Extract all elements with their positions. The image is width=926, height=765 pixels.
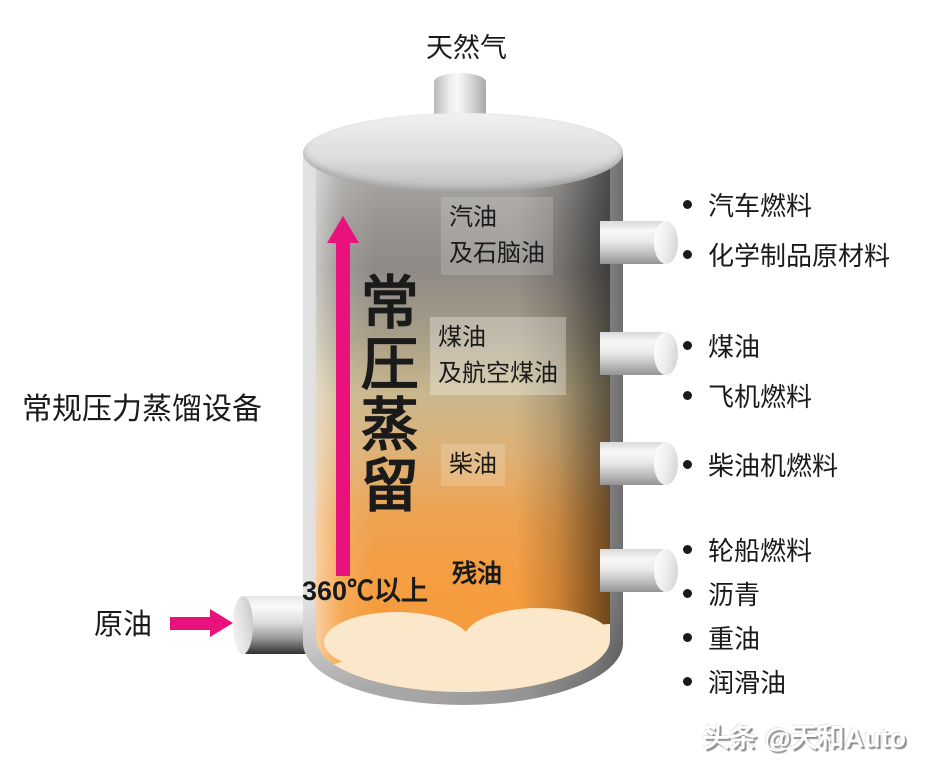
list-item: 飞机燃料 [683,377,812,414]
pipe-end-cap [654,549,678,592]
list-item: 润滑油 [683,663,812,700]
product-label: 柴油机燃料 [708,451,839,481]
fraction-label-residue: 残油 [444,553,510,595]
up-arrow-icon [327,216,359,243]
list-item: 重油 [683,619,812,656]
bullet-icon [683,341,692,350]
outlet-pipe-diesel [600,442,678,485]
list-item: 煤油 [683,327,812,364]
watermark: 头条 @天和Auto [702,723,906,753]
bullet-icon [683,250,692,259]
fraction-line: 柴油 [449,451,497,478]
list-item: 汽车燃料 [683,186,890,223]
fraction-line: 煤油 [438,324,486,351]
list-item: 化学制品原材料 [683,236,890,273]
fraction-line: 汽油 [449,204,497,231]
column-vertical-title: 常圧蒸留 [351,272,417,516]
pipe-end-cap [654,442,678,485]
list-item: 轮船燃料 [683,531,812,568]
residue-pool [316,650,610,692]
outlet-pipe-residue [600,549,678,592]
up-arrow-shaft [336,240,350,576]
product-list-gasoline: 汽车燃料 化学制品原材料 [683,186,890,286]
fraction-line: 及石脑油 [449,240,545,267]
product-label: 轮船燃料 [708,536,813,566]
product-label: 化学制品原材料 [708,241,891,271]
fraction-label-kerosene: 煤油 及航空煤油 [430,317,566,395]
tower-lid [303,113,623,193]
fraction-label-diesel: 柴油 [441,444,505,486]
product-label: 沥青 [708,580,761,610]
pipe-end-cap [654,332,678,375]
bullet-icon [683,460,692,469]
list-item: 柴油机燃料 [683,446,838,483]
fraction-label-gasoline: 汽油 及石脑油 [441,197,553,275]
list-item: 沥青 [683,575,812,612]
temperature-note: 360℃以上 [302,576,429,606]
right-arrow-icon [210,609,233,637]
product-list-diesel: 柴油机燃料 [683,446,838,496]
bullet-icon [683,589,692,598]
product-label: 润滑油 [708,668,787,698]
natural-gas-label: 天然气 [426,33,507,63]
outlet-pipe-kerosene [600,332,678,375]
pipe-end-cap [233,596,253,654]
product-label: 煤油 [708,332,761,362]
product-label: 重油 [708,624,761,654]
fraction-line: 及航空煤油 [438,360,558,387]
product-label: 飞机燃料 [708,382,813,412]
right-arrow-shaft [170,617,212,630]
pipe-end-cap [654,221,678,264]
fraction-line: 残油 [452,560,503,588]
tower-interior [316,150,610,692]
bullet-icon [683,391,692,400]
product-list-kerosene: 煤油 飞机燃料 [683,327,812,427]
crude-oil-inlet-pipe [233,596,310,654]
equipment-title: 常规压力蒸馏设备 [22,393,262,426]
bullet-icon [683,545,692,554]
bullet-icon [683,633,692,642]
bullet-icon [683,200,692,209]
outlet-pipe-gasoline [600,221,678,264]
product-list-residue: 轮船燃料 沥青 重油 润滑油 [683,531,812,707]
crude-oil-label: 原油 [94,609,153,641]
product-label: 汽车燃料 [708,191,813,221]
bullet-icon [683,677,692,686]
